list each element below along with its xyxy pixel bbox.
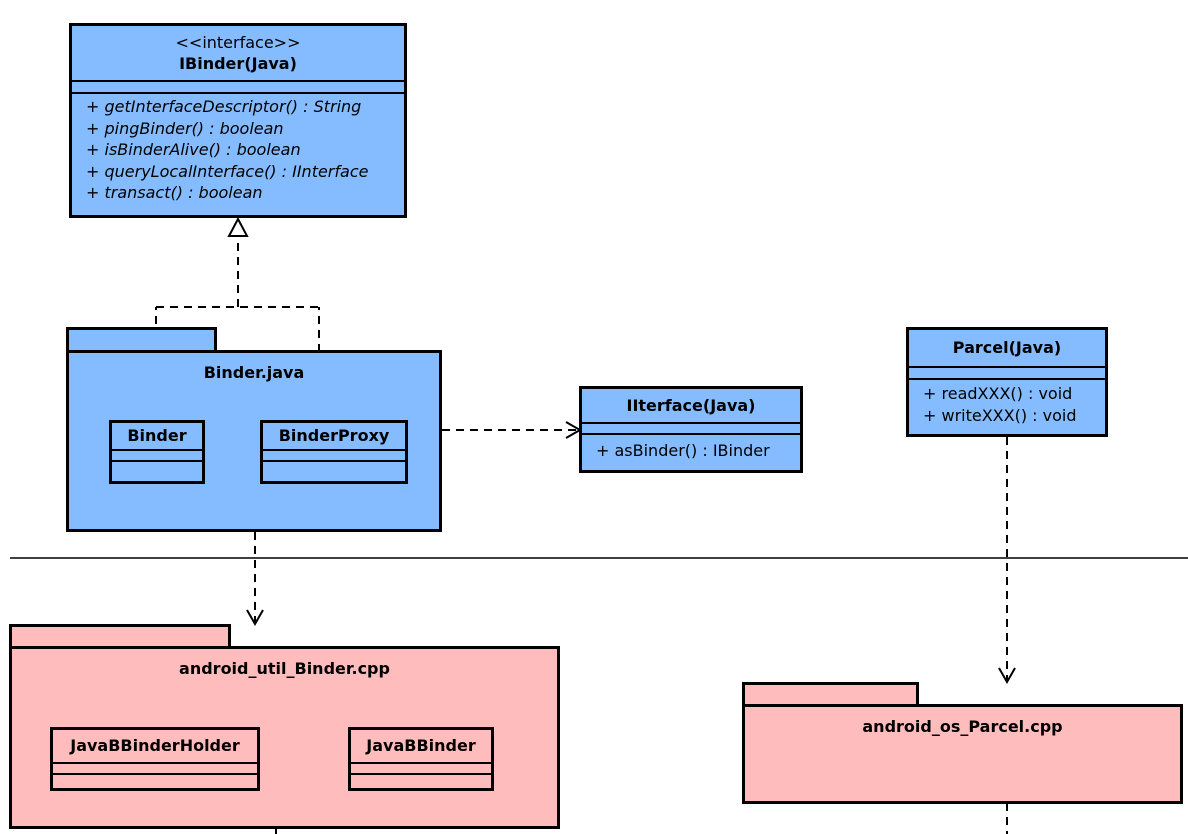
- binderproxy-class-name: BinderProxy: [278, 426, 390, 445]
- javabbinderholder-class-operations: [53, 773, 257, 784]
- ibinder-interface-class[interactable]: <<interface>> IBinder(Java) + getInterfa…: [69, 23, 407, 218]
- parcel-operation: + readXXX() : void: [923, 384, 1073, 403]
- binder-class-operations: [112, 460, 202, 471]
- javabbinderholder-class-name: JavaBBinderHolder: [70, 736, 240, 755]
- ibinder-class-name: IBinder(Java): [179, 54, 297, 73]
- parcel-class[interactable]: Parcel(Java) + readXXX() : void + writeX…: [906, 327, 1108, 437]
- ibinder-operation: + isBinderAlive() : boolean: [86, 140, 301, 159]
- iinterface-class-name: IIterface(Java): [626, 396, 756, 415]
- ibinder-operation: + pingBinder() : boolean: [86, 118, 284, 138]
- javabbinder-class-name: JavaBBinder: [366, 736, 476, 755]
- iinterface-operation: + asBinder() : IBinder: [596, 441, 770, 460]
- parcel-operations-compartment: + readXXX() : void + writeXXX() : void: [909, 378, 1105, 426]
- native-parcel-package-name: android_os_Parcel.cpp: [862, 717, 1063, 736]
- javabbinderholder-class[interactable]: JavaBBinderHolder: [50, 727, 260, 791]
- binderproxy-class-attributes: [263, 449, 405, 460]
- parcel-operation: + writeXXX() : void: [923, 405, 1077, 425]
- parcel-attributes-compartment: [909, 366, 1105, 378]
- dependency-arrowhead-native-parcel: [998, 667, 1016, 685]
- ibinder-attributes-compartment: [72, 80, 404, 92]
- parcel-class-name: Parcel(Java): [952, 338, 1062, 357]
- ibinder-operations-compartment: + getInterfaceDescriptor() : String + pi…: [72, 92, 404, 204]
- javabbinderholder-class-attributes: [53, 762, 257, 773]
- binder-package-name: Binder.java: [203, 363, 305, 382]
- dependency-arrowhead-native-binder: [246, 609, 264, 627]
- ibinder-operation: + transact() : boolean: [86, 183, 263, 202]
- iinterface-operations-compartment: + asBinder() : IBinder: [582, 433, 800, 462]
- realization-arrowhead: [227, 216, 249, 237]
- ibinder-operation: + queryLocalInterface() : IInterface: [86, 161, 369, 181]
- native-parcel-package[interactable]: android_os_Parcel.cpp: [742, 704, 1183, 804]
- javabbinder-class-attributes: [351, 762, 491, 773]
- iinterface-attributes-compartment: [582, 422, 800, 433]
- iinterface-class[interactable]: IIterface(Java) + asBinder() : IBinder: [579, 386, 803, 473]
- binderproxy-class-operations: [263, 460, 405, 471]
- native-binder-package-name: android_util_Binder.cpp: [179, 659, 390, 678]
- binderproxy-class[interactable]: BinderProxy: [260, 420, 408, 484]
- ibinder-stereotype: <<interface>>: [175, 33, 301, 52]
- binder-class-name: Binder: [127, 426, 187, 445]
- javabbinder-class[interactable]: JavaBBinder: [348, 727, 494, 791]
- ibinder-operation: + getInterfaceDescriptor() : String: [86, 97, 362, 116]
- javabbinder-class-operations: [351, 773, 491, 784]
- binder-class[interactable]: Binder: [109, 420, 205, 484]
- binder-class-attributes: [112, 449, 202, 460]
